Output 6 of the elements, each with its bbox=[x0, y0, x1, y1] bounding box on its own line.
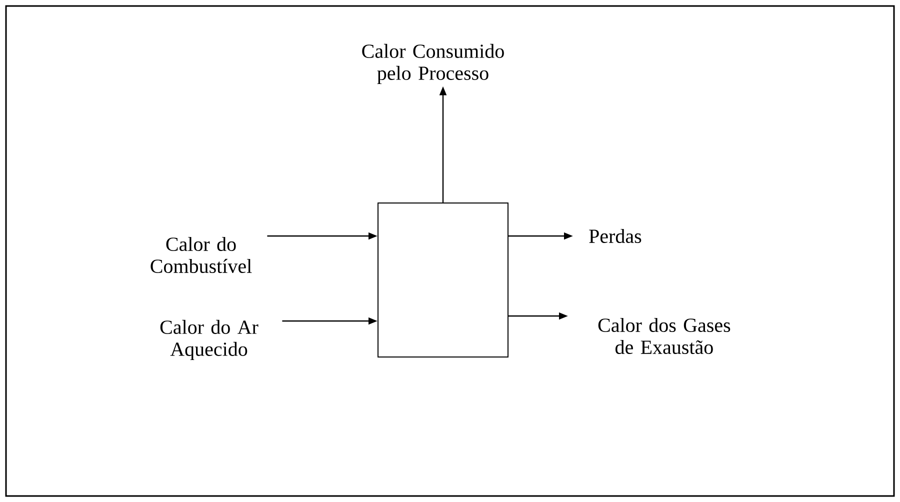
flow-label: Calor do Ar Aquecido bbox=[160, 320, 258, 360]
flow-label: Perdas bbox=[589, 228, 642, 244]
flow-label: Calor do Combustível bbox=[150, 236, 252, 274]
flow-label: Calor Consumido pelo Processo bbox=[362, 44, 504, 84]
process-box bbox=[378, 202, 508, 358]
flow-label: Calor dos Gases de Exaustão bbox=[598, 318, 730, 354]
